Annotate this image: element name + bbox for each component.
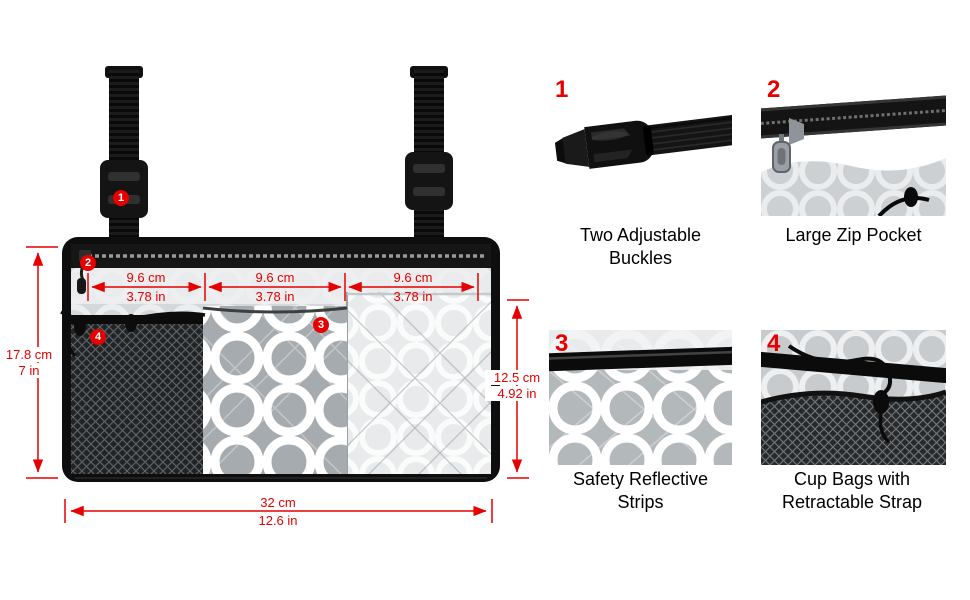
dim-pocket1-metric: 9.6 cm bbox=[126, 270, 166, 285]
badge-4: 4 bbox=[90, 329, 106, 345]
badge-3: 3 bbox=[313, 317, 329, 333]
caption-line: Safety Reflective bbox=[572, 469, 709, 489]
dim-pocket2-imperial: 3.78 in bbox=[255, 289, 295, 304]
caption-line: Buckles bbox=[608, 248, 673, 268]
feature-caption-zip-pocket: Large Zip Pocket bbox=[756, 224, 951, 247]
left-buckle bbox=[100, 160, 148, 218]
feature-photo-reflective-strip: 3 bbox=[549, 330, 732, 465]
dim-bottom-imperial: 12.6 in bbox=[258, 513, 298, 528]
buckle-photo bbox=[549, 76, 732, 216]
feature-number-4: 4 bbox=[767, 330, 781, 357]
caption-line: Two Adjustable bbox=[579, 225, 702, 245]
dim-left-imperial: 7 in bbox=[0, 363, 58, 378]
dim-pocket1-imperial: 3.78 in bbox=[126, 289, 166, 304]
dim-pocket2-metric: 9.6 cm bbox=[255, 270, 295, 285]
feature-caption-buckles: Two Adjustable Buckles bbox=[549, 224, 732, 270]
buckle-slot bbox=[413, 187, 445, 196]
dim-left-metric: 17.8 cm bbox=[0, 347, 58, 362]
zip-pocket-photo bbox=[761, 76, 946, 216]
buckle-slot bbox=[108, 172, 140, 181]
caption-line: Large Zip Pocket bbox=[785, 225, 922, 245]
feature-caption-reflective-strip: Safety Reflective Strips bbox=[549, 468, 732, 514]
badge-2: 2 bbox=[80, 255, 96, 271]
buckle-slot bbox=[413, 164, 445, 173]
cup-bag-photo bbox=[761, 330, 946, 465]
dim-right-metric: 12.5 cm bbox=[485, 370, 549, 385]
dim-bottom-metric: 32 cm bbox=[260, 495, 296, 510]
feature-caption-cup-bag: Cup Bags with Retractable Strap bbox=[752, 468, 952, 514]
organizer-bag-illustration bbox=[60, 237, 500, 482]
feature-photo-buckles: 1 bbox=[549, 76, 732, 216]
badge-1: 1 bbox=[113, 190, 129, 206]
feature-photo-cup-bag: 4 bbox=[761, 330, 946, 465]
caption-line: Cup Bags with bbox=[793, 469, 911, 489]
caption-line: Strips bbox=[617, 492, 664, 512]
feature-number-2: 2 bbox=[767, 76, 781, 103]
dim-pocket3-imperial: 3.78 in bbox=[393, 289, 433, 304]
caption-line: Retractable Strap bbox=[781, 492, 923, 512]
reflective-strip-photo bbox=[549, 330, 732, 465]
dim-pocket3-metric: 9.6 cm bbox=[393, 270, 433, 285]
feature-number-1: 1 bbox=[555, 76, 569, 103]
dim-right-imperial: 4.92 in bbox=[485, 386, 549, 401]
feature-number-3: 3 bbox=[555, 330, 569, 357]
feature-photo-zip-pocket: 2 bbox=[761, 76, 946, 216]
right-buckle bbox=[405, 152, 453, 210]
